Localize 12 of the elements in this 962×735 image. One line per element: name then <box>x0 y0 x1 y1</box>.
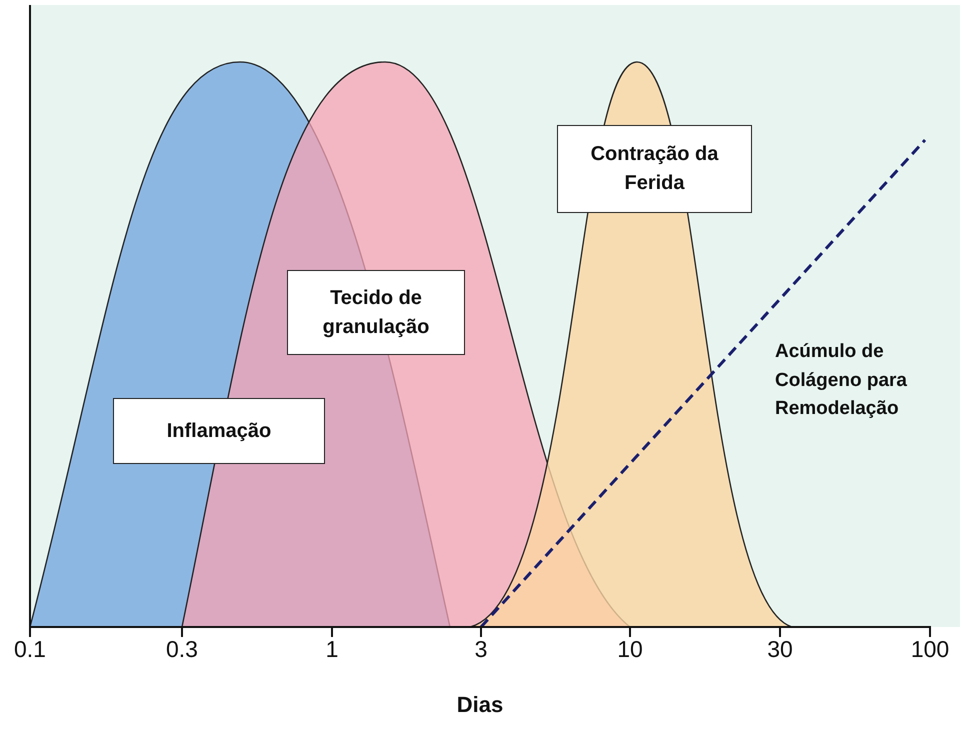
tick-label: 3 <box>474 636 488 663</box>
tick-label: 1 <box>324 636 340 663</box>
axis-title: Dias <box>456 692 504 718</box>
tick-label: 100 <box>910 636 950 663</box>
tick-label: 30 <box>766 636 794 663</box>
annotation-text: Acúmulo de Colágeno para Remodelação <box>775 340 908 421</box>
label-box: Tecido de granulação <box>287 270 465 355</box>
label-box: Contração da Ferida <box>557 125 752 213</box>
label-box: Inflamação <box>113 398 325 464</box>
tick-label: 10 <box>616 636 644 663</box>
tick-label: 0.1 <box>13 636 47 663</box>
tick-label: 0.3 <box>165 636 199 663</box>
